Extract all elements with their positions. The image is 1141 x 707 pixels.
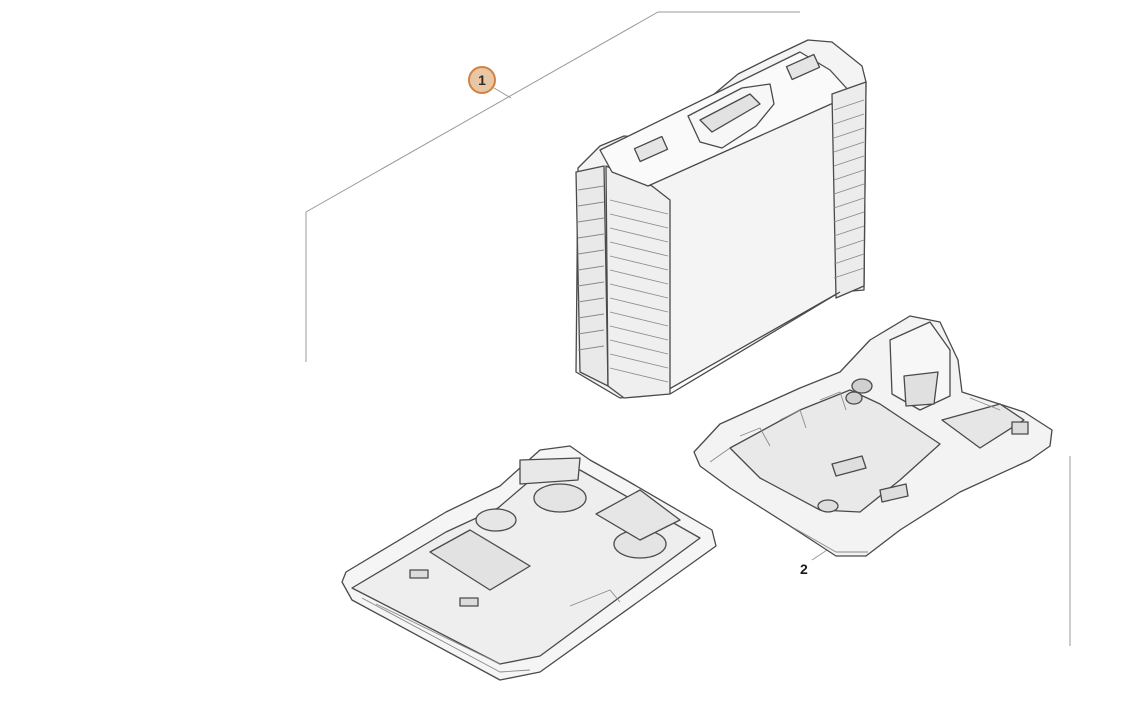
- lid-insert-icon: [341, 445, 717, 681]
- case-icon: [575, 39, 867, 399]
- callout-1[interactable]: 1: [468, 66, 496, 94]
- group-bracket-line: [305, 11, 800, 362]
- leader-lines: [305, 11, 1071, 646]
- callout-2[interactable]: 2: [800, 561, 808, 577]
- tray-insert-icon: [693, 315, 1053, 557]
- leader-line-1: [493, 87, 512, 99]
